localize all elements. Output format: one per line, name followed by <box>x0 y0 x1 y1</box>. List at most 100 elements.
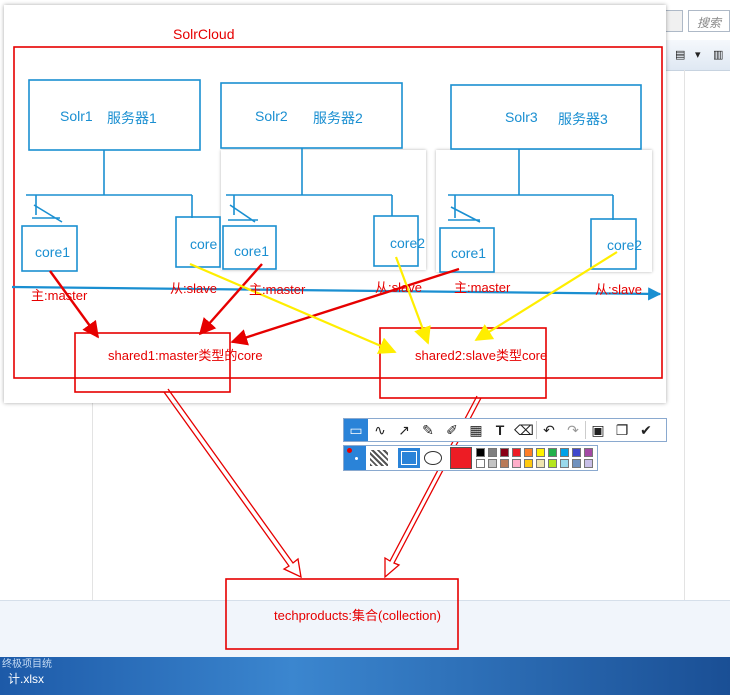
server-name-2: Solr2 <box>255 108 288 124</box>
master-arrow-2 <box>198 263 263 336</box>
role-label: 从:slave <box>595 282 642 297</box>
explorer-toolbar: ▤ ▾ ▥ <box>665 40 730 71</box>
role-label: 主:master <box>454 280 511 295</box>
mosaic-icon[interactable]: ▦ <box>469 421 483 438</box>
column-divider <box>684 70 685 600</box>
color-swatch[interactable] <box>572 448 581 457</box>
core-label: core1 <box>234 243 270 259</box>
server-box-2 <box>220 82 403 149</box>
master-arrow-3 <box>230 267 460 346</box>
role-label: 主:master <box>249 282 306 297</box>
slave-arrow-1 <box>189 262 397 354</box>
horizontal-flow-arrow <box>11 285 662 301</box>
redo-icon[interactable]: ↷ <box>567 421 579 438</box>
slave-arrow-2 <box>394 256 431 345</box>
color-swatch[interactable] <box>560 448 569 457</box>
pencil-icon[interactable]: ✎ <box>422 421 434 438</box>
tree-connector-1 <box>26 150 193 218</box>
shard2-to-collection-arrow <box>384 395 482 579</box>
core-label: core2 <box>390 235 426 251</box>
collection-label: techproducts:集合(collection) <box>274 608 441 623</box>
eraser-icon[interactable]: ⌫ <box>514 421 534 438</box>
color-swatch[interactable] <box>548 448 557 457</box>
color-swatch[interactable] <box>500 459 509 468</box>
color-swatch[interactable] <box>476 459 485 468</box>
collection-box <box>225 578 459 650</box>
role-label: 主:master <box>31 288 88 303</box>
server-label-2: 服务器2 <box>313 110 363 126</box>
rectangle-shape-icon[interactable] <box>398 448 420 468</box>
color-swatch[interactable] <box>536 448 545 457</box>
color-palette <box>343 445 598 471</box>
role-label: 从:slave <box>170 281 217 296</box>
color-swatch[interactable] <box>524 448 533 457</box>
freehand-icon[interactable]: ∿ <box>374 421 386 438</box>
annotation-toolbar: ▭ ∿ ↗ ✎ ✐ ▦ T ⌫ ↶ ↷ ▣ ❐ ✔ <box>343 418 667 442</box>
color-swatch[interactable] <box>488 448 497 457</box>
connector-tick <box>448 206 481 223</box>
server-box-1 <box>28 79 201 151</box>
core-label: core1 <box>451 245 487 261</box>
shard2-label: shared2:slave类型core <box>415 348 548 363</box>
color-swatch[interactable] <box>584 459 593 468</box>
color-swatch[interactable] <box>572 459 581 468</box>
arrow-icon[interactable]: ↗ <box>398 421 410 438</box>
color-swatch[interactable] <box>548 459 557 468</box>
core-box-s2-b <box>373 215 419 267</box>
current-color-swatch[interactable] <box>450 447 472 469</box>
select-rect-icon[interactable]: ▭ <box>344 419 368 441</box>
core-label: core2 <box>607 237 643 253</box>
color-swatch[interactable] <box>488 459 497 468</box>
marker-icon[interactable]: ✐ <box>446 421 458 438</box>
server-name-1: Solr1 <box>60 108 93 124</box>
color-swatch[interactable] <box>512 448 521 457</box>
copy-icon[interactable]: ❐ <box>615 421 629 438</box>
fill-pattern-icon[interactable] <box>370 450 388 466</box>
text-icon[interactable]: T <box>495 422 505 438</box>
tree-connector-3 <box>448 149 614 220</box>
master-arrow-1 <box>49 270 99 339</box>
core-box-s2-a <box>222 225 277 270</box>
color-swatch[interactable] <box>584 448 593 457</box>
view-icon[interactable]: ▤ <box>675 49 686 61</box>
server-label-3: 服务器3 <box>558 111 608 127</box>
color-swatch[interactable] <box>476 448 485 457</box>
shard1-box <box>74 332 231 393</box>
undo-icon[interactable]: ↶ <box>543 421 555 438</box>
core-box-s1-a <box>21 225 78 272</box>
diagram-canvas <box>4 5 666 403</box>
server-label-1: 服务器1 <box>107 110 157 126</box>
layout-icon[interactable]: ▥ <box>713 49 724 61</box>
toolbar-separator <box>585 421 586 439</box>
column-divider <box>92 400 93 600</box>
save-icon[interactable]: ▣ <box>591 421 605 438</box>
ellipse-shape-icon[interactable] <box>424 451 442 465</box>
done-icon[interactable]: ✔ <box>640 421 652 438</box>
tree-connector-2 <box>226 148 393 216</box>
connector-tick <box>228 204 258 223</box>
shard1-to-collection-arrow <box>163 388 302 579</box>
color-swatch[interactable] <box>524 459 533 468</box>
taskbar-file-name: 终极项目统 <box>2 659 52 670</box>
server-box-3 <box>450 84 642 150</box>
stroke-size-icon[interactable] <box>344 446 366 470</box>
taskbar-file-name[interactable]: 计.xlsx <box>8 672 45 686</box>
slave-arrow-3 <box>474 251 618 341</box>
color-swatch[interactable] <box>560 459 569 468</box>
solrcloud-boundary <box>13 46 663 379</box>
color-swatch[interactable] <box>536 459 545 468</box>
connector-tick <box>32 204 63 223</box>
role-label: 从:slave <box>375 280 422 295</box>
color-swatch[interactable] <box>512 459 521 468</box>
toolbar-separator <box>536 421 537 439</box>
chevron-down-icon[interactable]: ▾ <box>695 49 701 61</box>
server-name-3: Solr3 <box>505 109 538 125</box>
shard2-box <box>379 327 547 399</box>
core-label: core <box>190 236 218 252</box>
core-box-s3-b <box>590 218 637 270</box>
search-input[interactable]: 搜索 <box>688 10 730 32</box>
shard1-label: shared1:master类型的core <box>108 348 263 363</box>
core-label: core1 <box>35 244 71 260</box>
color-swatch[interactable] <box>500 448 509 457</box>
